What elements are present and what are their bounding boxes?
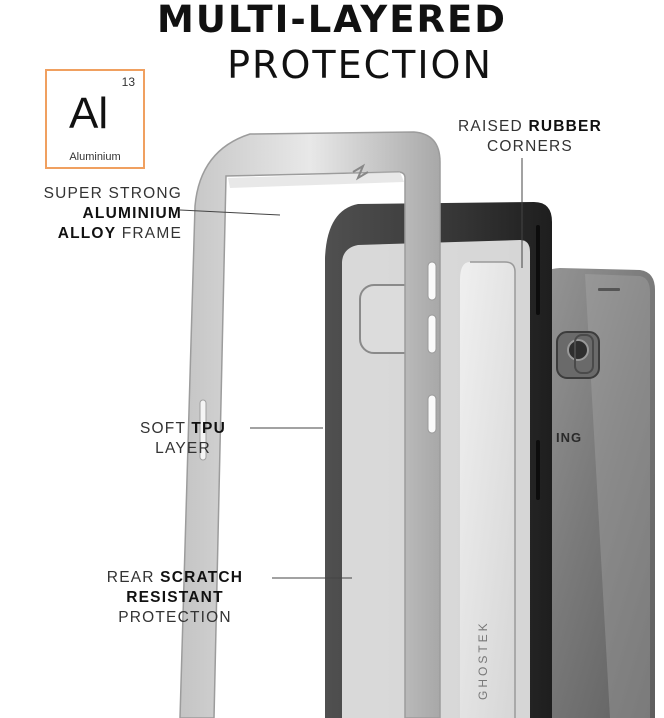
phone-back-layer <box>525 268 655 718</box>
callout-line-aluminium <box>179 209 281 216</box>
scratch-line2: RESISTANT <box>126 589 224 606</box>
callout-aluminium-frame: SUPER STRONG ALUMINIUM ALLOY FRAME <box>0 184 182 244</box>
callout-rear-scratch: REAR SCRATCH RESISTANT PROTECTION <box>78 568 272 628</box>
rubber-line2: CORNERS <box>487 138 573 155</box>
rubber-emph: RUBBER <box>528 118 602 135</box>
callout-soft-tpu: SOFT TPU LAYER <box>118 419 248 459</box>
scratch-emph: SCRATCH <box>160 569 244 586</box>
tpu-prefix: SOFT <box>140 420 192 437</box>
rubber-prefix: RAISED <box>458 118 529 135</box>
phone-logo-partial: ING <box>556 430 582 445</box>
tpu-emph: TPU <box>191 420 226 437</box>
headline-protection: PROTECTION <box>227 43 493 87</box>
phone-fingerprint-sensor <box>574 334 594 374</box>
frame-line3a: ALLOY <box>57 225 117 242</box>
phone-camera-lens <box>567 339 589 361</box>
element-symbol: Al <box>69 89 109 138</box>
frame-logo-icon <box>352 163 369 181</box>
scratch-prefix: REAR <box>106 569 161 586</box>
frame-line3b: FRAME <box>116 225 182 242</box>
scratch-line3: PROTECTION <box>118 609 232 626</box>
element-name: Aluminium <box>69 151 121 163</box>
callout-raised-rubber: RAISED RUBBER CORNERS <box>430 117 630 157</box>
brand-vertical-text: GHOSTEK <box>476 620 490 700</box>
aluminium-element-tile: 13 Al Aluminium <box>45 69 145 169</box>
atomic-number: 13 <box>121 75 135 89</box>
tpu-line2: LAYER <box>155 440 211 457</box>
headline-multi-layered: MULTI-LAYERED <box>157 0 507 41</box>
frame-line2: ALUMINIUM <box>82 205 182 222</box>
aluminium-frame-layer <box>179 131 441 718</box>
frame-line1: SUPER STRONG <box>43 185 182 202</box>
